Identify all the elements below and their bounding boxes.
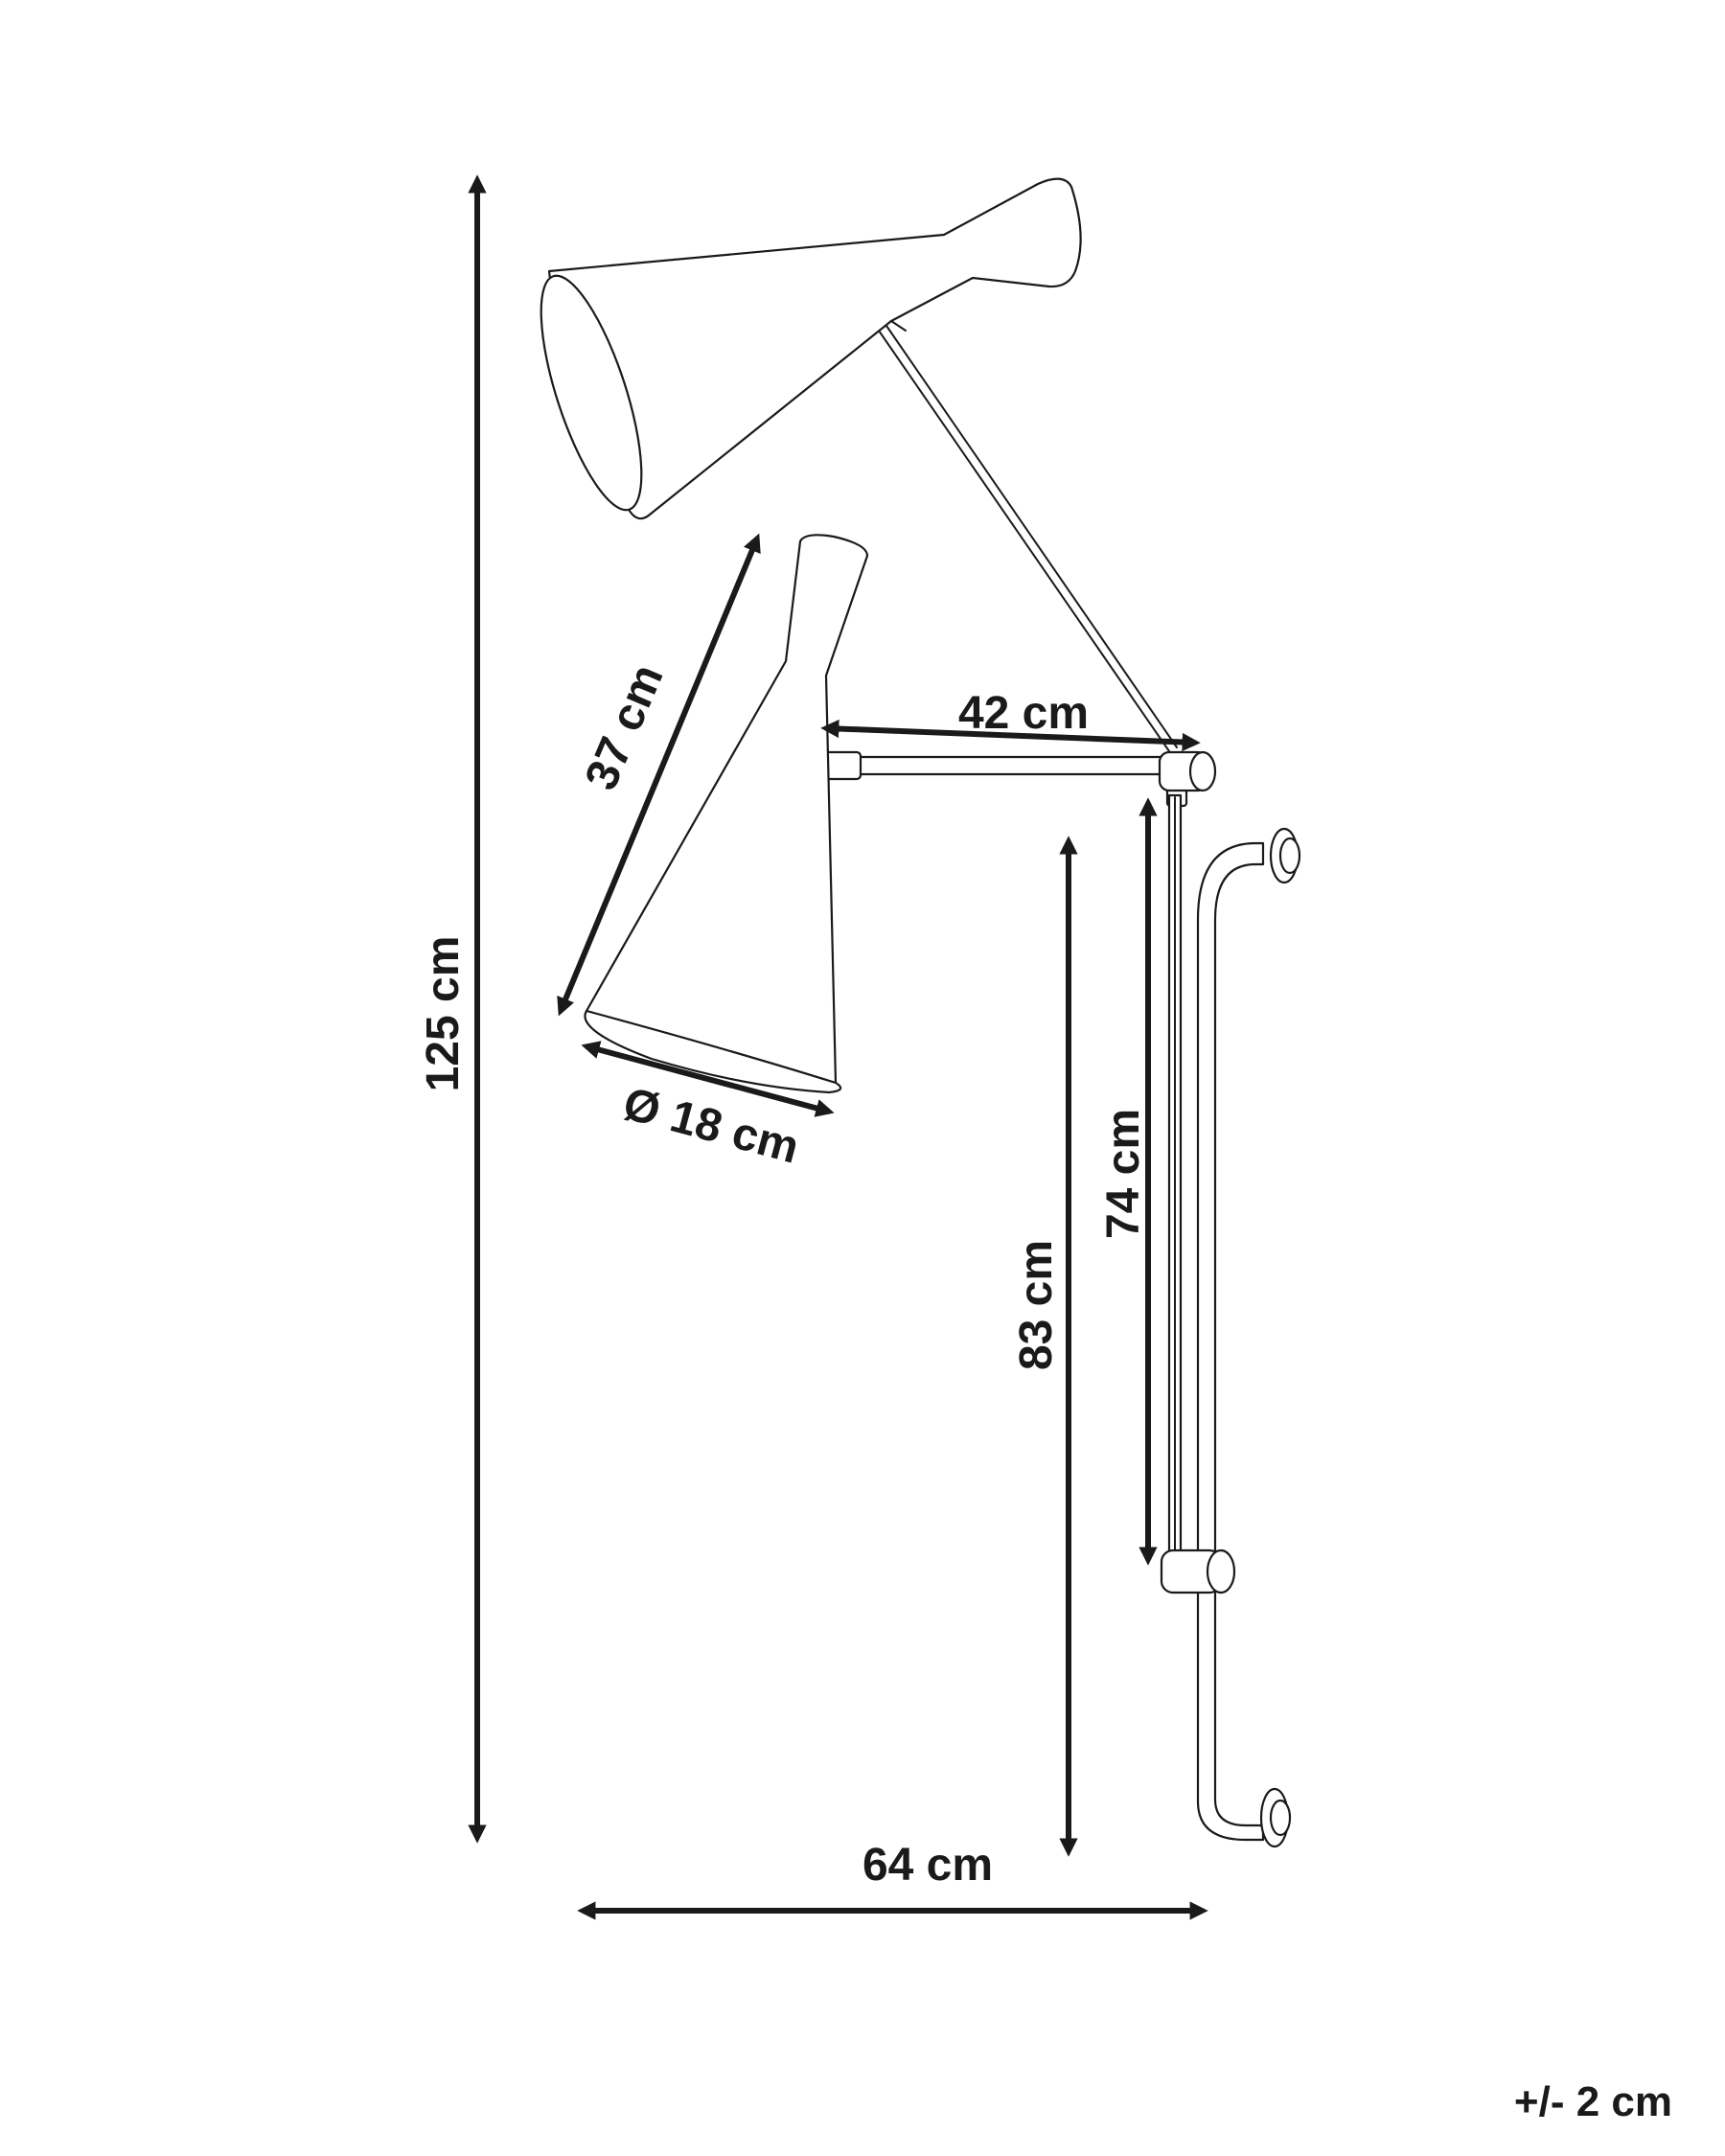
total-width-label: 64 cm: [862, 1840, 993, 1891]
upper-shade-opening: [540, 274, 643, 512]
shade-diameter-arrow: [581, 1041, 835, 1117]
mount-height-label: 83 cm: [1011, 1240, 1062, 1370]
rail-tube: [1196, 841, 1265, 1842]
wall-rail: [1196, 827, 1301, 1848]
arm-bar: [820, 755, 1179, 776]
lamp-illustration: [540, 177, 1301, 1848]
lamp-arm: [820, 750, 1179, 781]
shade-length-arrow: [557, 533, 761, 1017]
total-height-label: 125 cm: [418, 936, 469, 1092]
arm-joint: [1158, 750, 1217, 808]
arm-length-arrow: [820, 719, 1201, 752]
arm-length-label: 42 cm: [958, 688, 1089, 739]
dimension-lines: 125 cm 37 cm Ø 18 cm 42 cm 83 cm 74 cm 6…: [418, 174, 1208, 1920]
slide-rod: [1167, 793, 1183, 1578]
upper-lamp-shade: [540, 177, 1178, 752]
rail-clamp: [1160, 1548, 1236, 1594]
tolerance-note: +/- 2 cm: [1514, 2078, 1672, 2125]
upper-shade-rod: [886, 325, 1178, 748]
rail-height-label: 74 cm: [1098, 1109, 1149, 1239]
shade-diameter-label: Ø 18 cm: [618, 1078, 804, 1174]
